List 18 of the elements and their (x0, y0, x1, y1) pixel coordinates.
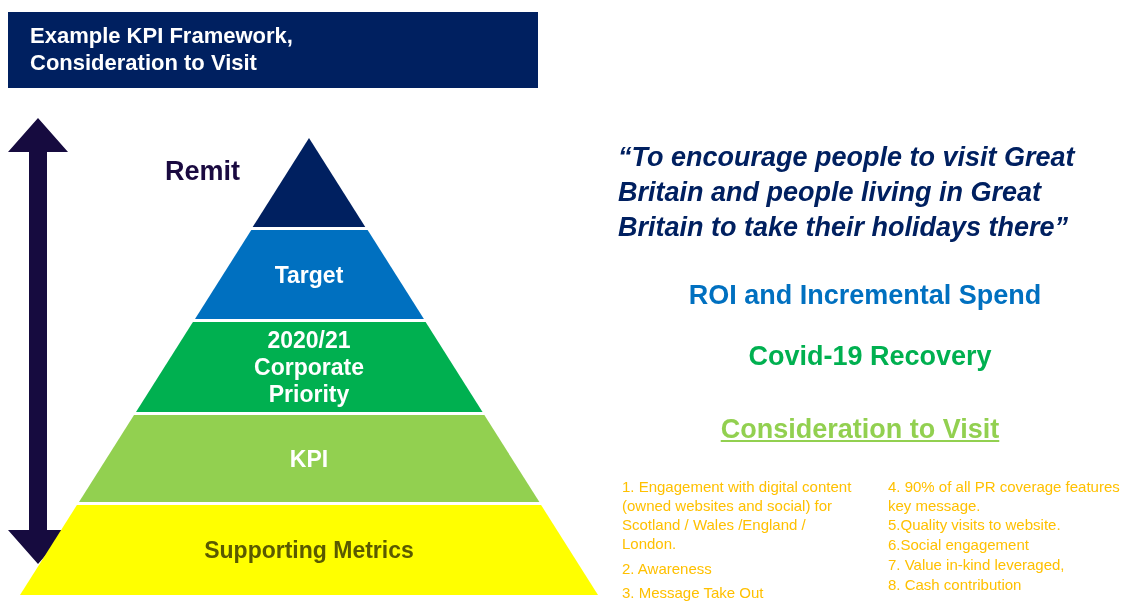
layer-label: Remit (165, 158, 240, 185)
heading: Covid-19 Recovery (747, 341, 993, 372)
list-item: 8. Cash contribution (888, 576, 1023, 593)
layer-label: Supporting Metrics (203, 536, 415, 564)
heading: Consideration to Visit (719, 414, 1001, 445)
list-item: 1. Engagement with digital content (owned websites and social) for Scotland / Wales /England / London. (622, 477, 853, 553)
heading: ROI and Incremental Spend (687, 280, 1043, 311)
layer-label: Target (273, 261, 345, 288)
list-item: 2. Awareness (622, 560, 713, 577)
list-item: 5.Quality visits to website. (888, 516, 1062, 533)
list-item: 6.Social engagement (888, 536, 1030, 553)
title-banner: Example KPI Framework, Consideration to Visit (8, 12, 538, 88)
layer-label: KPI (288, 445, 330, 472)
mission-quote: “To encourage people to visit Great Britain and people living in Great Britain to take their holidays there” (618, 141, 1077, 244)
layer-label: 2020/21 Corporate Priority (253, 326, 365, 408)
list-item: 7. Value in-kind leveraged, (888, 556, 1066, 573)
list-item: 3. Message Take Out (622, 584, 765, 601)
list-item: 4. 90% of all PR coverage features key message. (888, 477, 1121, 515)
